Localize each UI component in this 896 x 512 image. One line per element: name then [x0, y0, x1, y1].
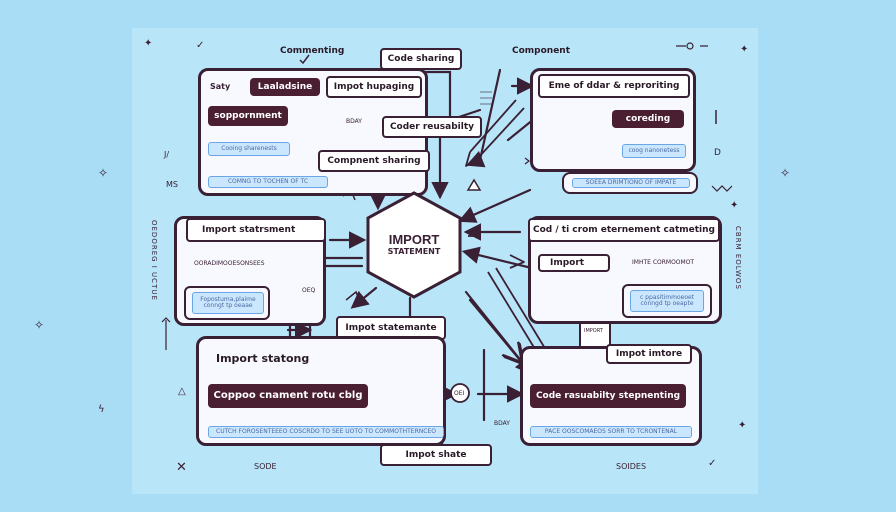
- tl-label-saty: Saty: [210, 82, 231, 91]
- tr-chip-coreding: coreding: [612, 110, 684, 128]
- sparkle-icon: ✧: [780, 166, 791, 180]
- br-button: Code rasuabilty stepnenting: [530, 384, 686, 408]
- sparkle-icon: ✦: [740, 44, 749, 55]
- ml-box: Fopostuma,plaime conngt tp oeaae: [192, 292, 264, 314]
- tl-chip-cooing: Cooing sharenests: [208, 142, 290, 156]
- sparkle-icon: ✦: [730, 200, 739, 211]
- mr-box: c ppasitimmoeoet conngd tp oeapte: [630, 290, 704, 312]
- chip-code-reusability: Coder reusabilty: [382, 116, 482, 138]
- mr-import: Import: [538, 254, 610, 272]
- tiny-oe-left: OEQ: [302, 287, 316, 294]
- chip-code-sharing: Code sharing: [380, 48, 462, 70]
- tiny-bday-right: BDAY: [494, 420, 510, 427]
- bl-title: Import statong: [216, 352, 310, 365]
- tr-footer: SOEEA DRIMTIONO OF IMPATE: [572, 178, 690, 188]
- bl-footer: CUTCH FOROSENTEEEO COSCRDO TO SEE UOTO T…: [208, 426, 444, 438]
- check-icon: ✓: [708, 458, 717, 469]
- import-statement-hexagon: [366, 191, 462, 299]
- tl-chip-soppornment: soppornment: [208, 106, 288, 126]
- glyph-icon: D: [714, 148, 721, 158]
- sparkle-icon: ✧: [34, 318, 45, 332]
- tl-chip-laaladsine: Laaladsine: [250, 78, 320, 96]
- bottom-label-right: SOIDES: [616, 462, 647, 471]
- top-label-commenting: Commenting: [280, 46, 345, 56]
- mr-import-right: IMHTE CORMOOMOT: [632, 259, 695, 266]
- chip-component-sharing: Compnent sharing: [318, 150, 430, 172]
- sparkle-icon: ✧: [98, 166, 109, 180]
- side-text-left: OEDOREG I UCTUE: [150, 220, 158, 301]
- bottom-label-left: SODE: [254, 462, 277, 471]
- sparkle-icon: ✦: [738, 420, 747, 431]
- top-label-component: Component: [512, 46, 571, 56]
- squiggle-icon: ϟ: [98, 404, 105, 415]
- tr-chip-eme: Eme of ddar & reproriting: [538, 74, 690, 98]
- tiny-import-tall: IMPORT: [584, 328, 603, 334]
- side-text-right: CBRM EOLWOS: [734, 226, 742, 290]
- mr-title: Cod / ti crom eternement catmeting: [528, 218, 720, 242]
- hexagon-subtitle: STATEMENT: [387, 247, 441, 256]
- glyph-icon: MS: [166, 180, 178, 189]
- glyph-icon: J/: [164, 150, 170, 159]
- tiny-oe-right: OEI: [454, 390, 465, 397]
- hexagon-title: IMPORT: [388, 232, 440, 247]
- ml-title: Import statrsment: [186, 218, 326, 242]
- check-icon: ✓: [196, 40, 205, 51]
- close-icon: ✕: [176, 460, 187, 475]
- bl-button: Coppoo cnament rotu cblg: [208, 384, 368, 408]
- tl-footer: COMNG TO TOCHEN OF TC: [208, 176, 328, 188]
- tl-chip-impot-hupaging: Impot hupaging: [326, 76, 422, 98]
- ml-line: OORADIMOOESONSEES: [194, 260, 265, 267]
- br-title: Impot imtore: [606, 344, 692, 364]
- tiny-bday-left: BDAY: [346, 118, 362, 125]
- br-footer: PACE OOSCOMAEOS SORR TO TCRONTENAL: [530, 426, 692, 438]
- chip-import-share: Impot shate: [380, 444, 492, 466]
- tr-chip-coog: coog nanonetess: [622, 144, 686, 158]
- hexagon-text: IMPORT STATEMENT: [365, 232, 463, 256]
- alert-triangle-icon: △: [178, 386, 186, 397]
- sparkle-icon: ✦: [144, 38, 153, 49]
